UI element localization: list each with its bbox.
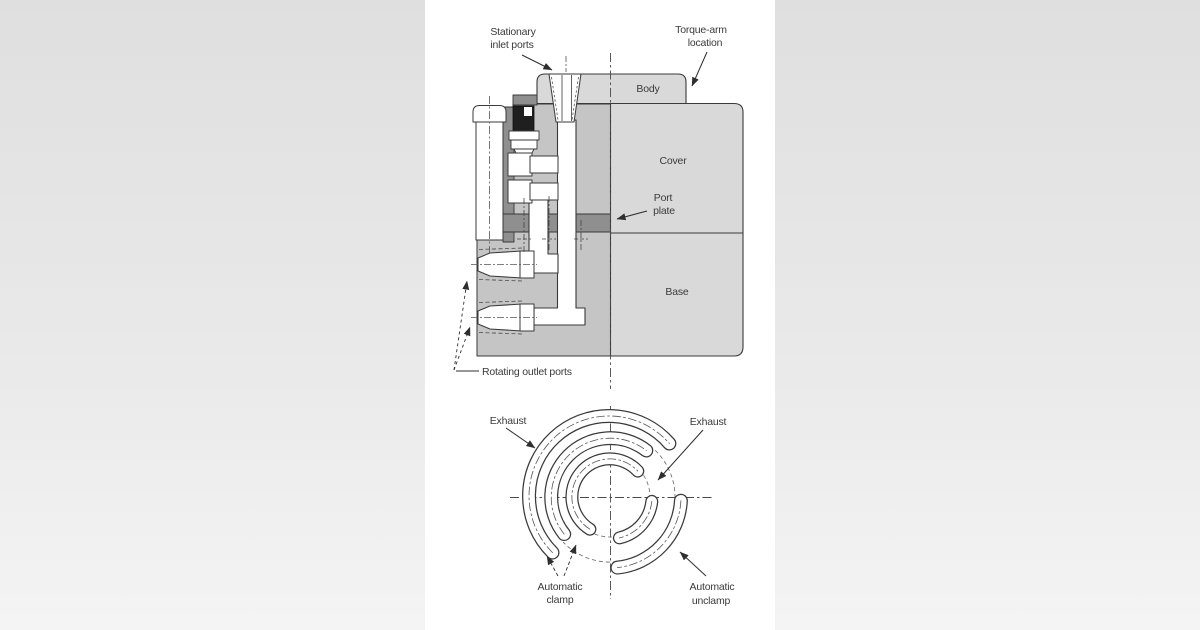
inlet-passage-tube — [533, 119, 586, 326]
clamp-step — [512, 94, 538, 106]
leader-stationary-inlet — [521, 54, 553, 71]
washer-1 — [508, 130, 540, 141]
label-exhaust-right: Exhaust — [690, 416, 727, 428]
label-base: Base — [665, 286, 688, 298]
label-stationary-inlet-line1: Stationary — [490, 26, 536, 38]
port-centerlines — [471, 264, 537, 318]
label-body: Body — [636, 83, 660, 95]
port-slots — [522, 409, 688, 575]
left-gutter — [0, 0, 425, 630]
label-stationary-inlet-line2: inlet ports — [490, 39, 533, 51]
port-plate-band — [501, 213, 611, 233]
label-rotating-outlet-ports: Rotating outlet ports — [482, 366, 572, 378]
bolt-centerline-ticks — [517, 196, 588, 252]
gland-collar-2 — [507, 179, 533, 204]
label-torque-arm-line1: Torque-arm — [675, 24, 727, 36]
label-torque-arm-line2: location — [688, 37, 723, 49]
right-gutter — [775, 0, 1200, 630]
funnel-thread-left — [551, 76, 559, 121]
leader-rotating-outlet-2 — [453, 326, 471, 371]
gland-bar-1 — [529, 155, 559, 174]
label-exhaust-left: Exhaust — [490, 415, 527, 427]
port-plate-face-figure: Exhaust Exhaust Automatic clamp Automati… — [490, 406, 735, 607]
cross-section-figure: Stationary inlet ports Torque-arm locati… — [453, 24, 744, 389]
label-cover: Cover — [659, 155, 687, 167]
rotary-union-diagram: Stationary inlet ports Torque-arm locati… — [453, 24, 744, 607]
gland-bar-2 — [529, 182, 559, 201]
leader-clamp-2 — [563, 544, 577, 577]
leader-rotating-outlet-1 — [453, 280, 470, 371]
washer-2 — [510, 139, 538, 150]
leader-exhaust-left — [505, 427, 536, 449]
label-port-plate-line1: Port — [654, 192, 673, 204]
leader-unclamp — [679, 551, 707, 577]
seal-notch — [524, 107, 532, 116]
funnel-thread-right — [571, 76, 579, 121]
leader-port-plate — [616, 210, 648, 221]
label-unclamp-line2: unclamp — [692, 595, 731, 607]
label-port-plate-line2: plate — [653, 205, 675, 217]
diagram-panel: Stationary inlet ports Torque-arm locati… — [425, 0, 775, 630]
leader-clamp-1 — [546, 555, 559, 577]
port-thread-dashes — [478, 247, 524, 335]
inlet-funnel — [548, 73, 582, 123]
gland-collar-1 — [507, 152, 533, 177]
leader-torque-arm — [691, 51, 708, 87]
label-clamp-line1: Automatic — [538, 581, 583, 593]
label-unclamp-line1: Automatic — [690, 581, 735, 593]
label-clamp-line2: clamp — [546, 594, 573, 606]
leader-exhaust-right — [657, 429, 704, 481]
cover-base-block — [609, 102, 744, 357]
